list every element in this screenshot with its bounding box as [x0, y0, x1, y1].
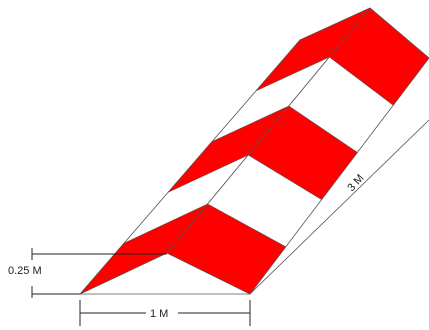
stripe-right-1 [166, 203, 287, 295]
bottom-edge [249, 119, 429, 295]
width-label: 1 M [150, 308, 168, 320]
length-label: 3 M [345, 172, 366, 194]
length-dimension: 3 M [345, 172, 366, 194]
height-dimension: 0.25 M [8, 248, 167, 298]
height-label: 0.25 M [8, 265, 42, 277]
stripe-right-2 [247, 105, 358, 200]
stripe-right-3 [328, 7, 429, 106]
width-dimension: 1 M [79, 300, 251, 326]
red-stripes [79, 7, 429, 295]
